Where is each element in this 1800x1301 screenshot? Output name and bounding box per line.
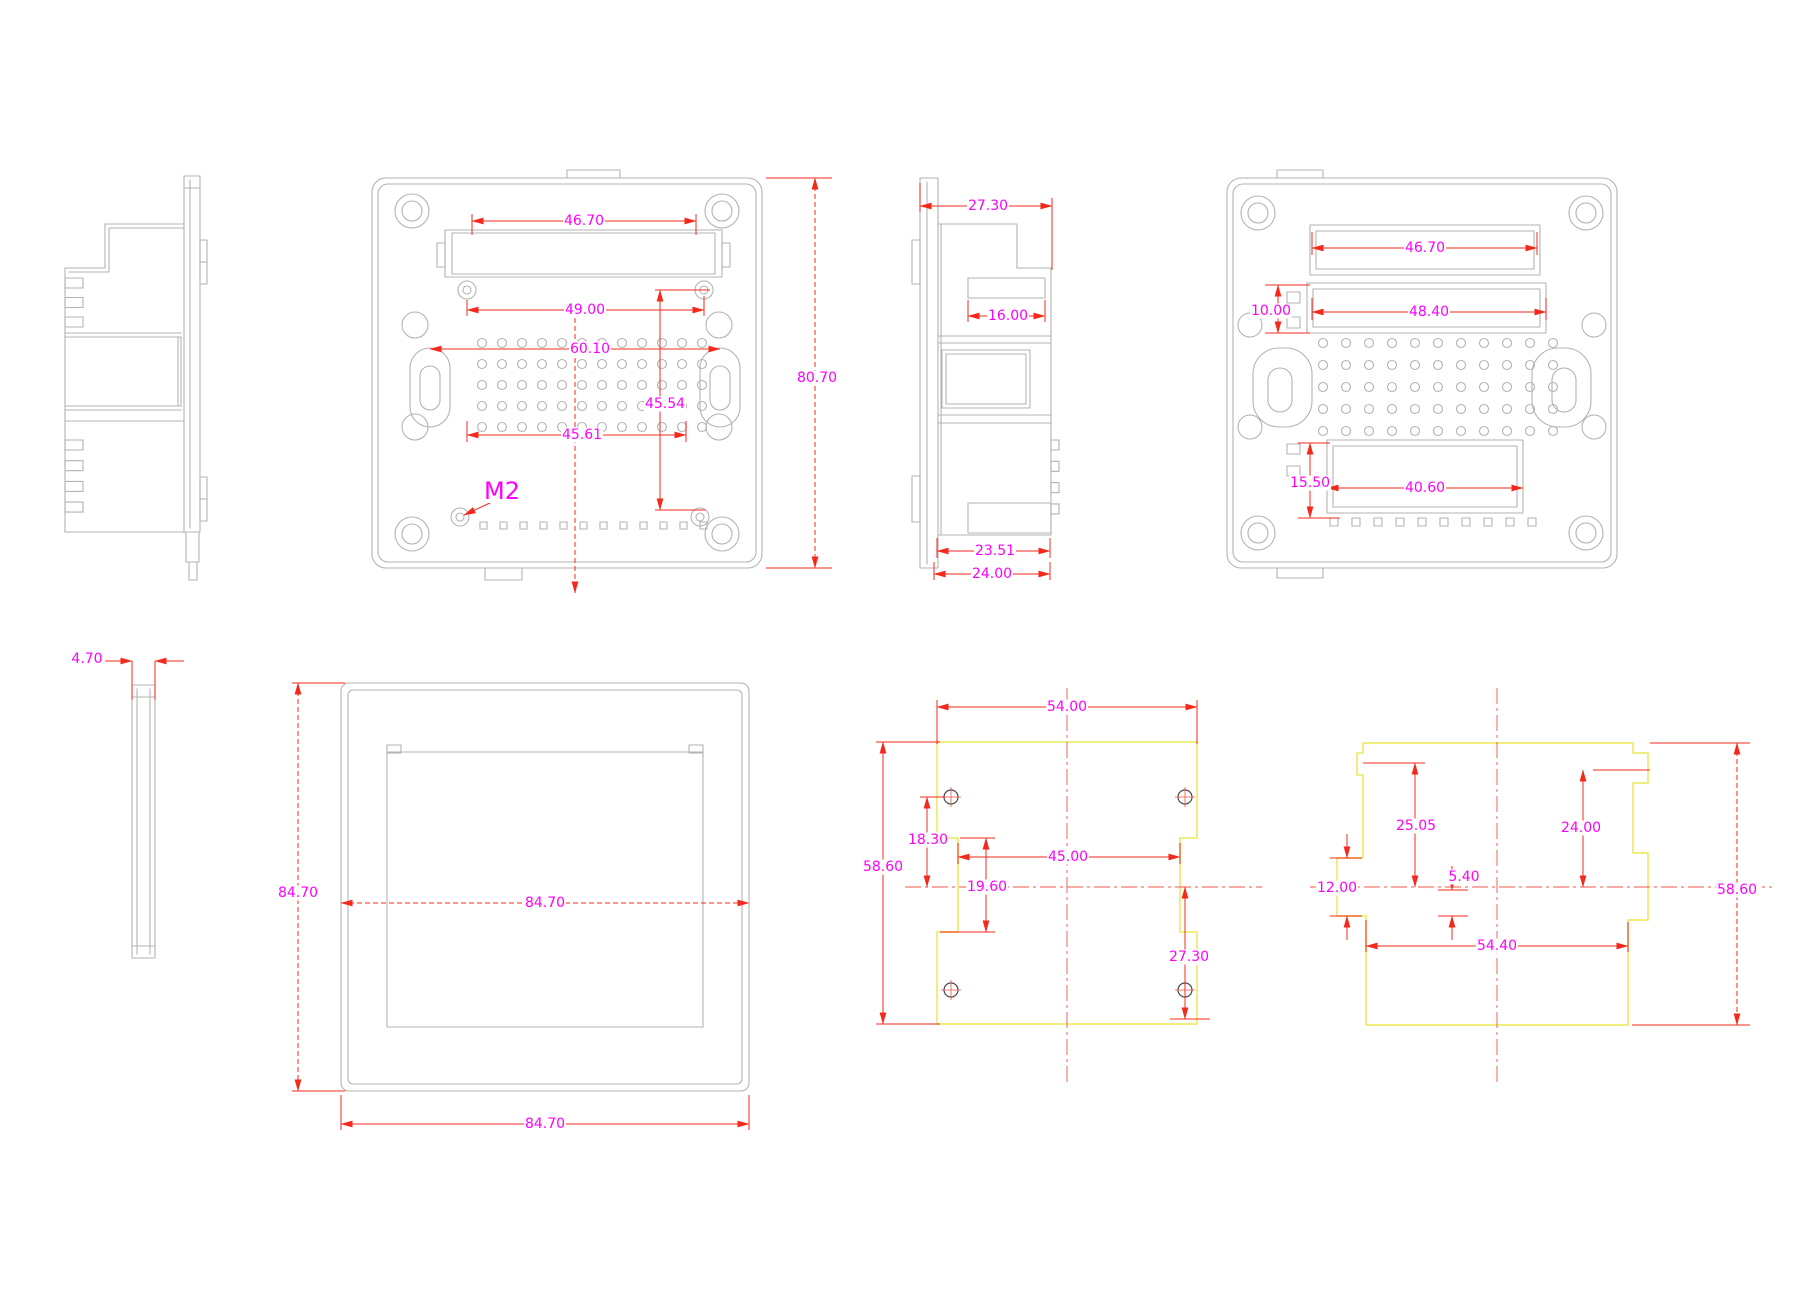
view-panel-front xyxy=(340,682,750,1092)
dim-back-bottom-slot-height: 15.50 xyxy=(1289,475,1331,491)
dim-front-overall-height: 80.70 xyxy=(796,370,838,386)
svg-text:58.60: 58.60 xyxy=(1717,882,1757,898)
side-rib-teeth-upper xyxy=(64,277,84,328)
svg-text:18.30: 18.30 xyxy=(908,832,948,848)
svg-text:19.60: 19.60 xyxy=(967,879,1007,895)
dim-panel-overall-height: 84.70 xyxy=(277,885,319,901)
svg-text:40.60: 40.60 xyxy=(1405,480,1445,496)
svg-text:45.54: 45.54 xyxy=(645,396,685,412)
svg-text:24.00: 24.00 xyxy=(972,566,1012,582)
svg-text:5.40: 5.40 xyxy=(1448,869,1479,885)
svg-text:84.70: 84.70 xyxy=(525,1116,565,1132)
svg-text:84.70: 84.70 xyxy=(278,885,318,901)
dim-bracket-right-notch-height: 12.00 xyxy=(1316,880,1358,896)
dim-side-lower-depth-b: 24.00 xyxy=(971,566,1013,582)
view-box-front xyxy=(371,169,763,581)
dim-side-recess-depth: 16.00 xyxy=(987,308,1029,324)
svg-text:45.61: 45.61 xyxy=(562,427,602,443)
dim-bracket-right-bottom-width: 54.40 xyxy=(1476,938,1518,954)
dim-panel-thickness: 4.70 xyxy=(69,651,105,667)
dim-front-screw-thread: M2 xyxy=(484,477,520,505)
dim-side-lower-depth-a: 23.51 xyxy=(974,543,1016,559)
svg-text:23.51: 23.51 xyxy=(975,543,1015,559)
svg-text:27.30: 27.30 xyxy=(1169,949,1209,965)
dim-panel-overall-width: 84.70 xyxy=(524,895,566,911)
dim-bracket-left-notch-width: 45.00 xyxy=(1047,849,1089,865)
view-panel-side xyxy=(131,684,156,959)
svg-text:58.60: 58.60 xyxy=(863,859,903,875)
view-box-side-right xyxy=(911,177,1060,569)
corner-screw-bosses xyxy=(1240,195,1604,551)
dim-back-top-slot-width: 46.70 xyxy=(1404,240,1446,256)
dim-bracket-right-right-step: 24.00 xyxy=(1560,820,1602,836)
svg-text:16.00: 16.00 xyxy=(988,308,1028,324)
oval-mounting-slots xyxy=(1252,347,1592,428)
bottom-comb-teeth xyxy=(1329,517,1537,527)
svg-text:49.00: 49.00 xyxy=(565,302,605,318)
dim-front-grid-width: 45.61 xyxy=(561,427,603,443)
svg-text:46.70: 46.70 xyxy=(1405,240,1445,256)
svg-text:84.70: 84.70 xyxy=(525,895,565,911)
dim-front-slot-center-span: 60.10 xyxy=(569,341,611,357)
svg-text:25.05: 25.05 xyxy=(1396,818,1436,834)
svg-text:60.10: 60.10 xyxy=(570,341,610,357)
dimension-labels: 46.70 49.00 60.10 45.54 45.61 M2 80.70 2… xyxy=(69,198,1758,1132)
view-box-back xyxy=(1226,169,1618,579)
dim-panel-overall-width-bottom: 84.70 xyxy=(524,1116,566,1132)
dim-bracket-left-hole-to-center: 18.30 xyxy=(907,832,949,848)
view-box-side-left xyxy=(64,175,208,581)
dims-box-front xyxy=(429,177,832,594)
svg-text:12.00: 12.00 xyxy=(1317,880,1357,896)
dim-bracket-left-overall-height: 58.60 xyxy=(862,859,904,875)
dim-bracket-left-top-width: 54.00 xyxy=(1046,699,1088,715)
view-bracket-right xyxy=(1310,688,1772,1086)
dim-back-bottom-slot-width: 40.60 xyxy=(1404,480,1446,496)
dims-box-side-right xyxy=(919,183,1053,580)
dims-bracket-left xyxy=(876,700,1210,1025)
dim-side-overall-depth: 27.30 xyxy=(967,198,1009,214)
svg-text:M2: M2 xyxy=(484,477,520,505)
svg-text:15.50: 15.50 xyxy=(1290,475,1330,491)
dim-front-screw-pitch: 49.00 xyxy=(564,302,606,318)
dim-back-mid-slot-height: 10.00 xyxy=(1250,303,1292,319)
svg-text:80.70: 80.70 xyxy=(797,370,837,386)
bottom-comb-teeth xyxy=(479,521,708,530)
dim-front-slot-width: 46.70 xyxy=(563,213,605,229)
dim-back-mid-slot-width: 48.40 xyxy=(1408,304,1450,320)
svg-text:10.00: 10.00 xyxy=(1251,303,1291,319)
oval-mounting-slots xyxy=(409,347,741,428)
svg-text:48.40: 48.40 xyxy=(1409,304,1449,320)
svg-text:45.00: 45.00 xyxy=(1048,849,1088,865)
dim-bracket-right-overall-height: 58.60 xyxy=(1716,882,1758,898)
dim-front-vertical-pitch: 45.54 xyxy=(644,396,686,412)
svg-text:27.30: 27.30 xyxy=(968,198,1008,214)
svg-text:54.00: 54.00 xyxy=(1047,699,1087,715)
svg-text:4.70: 4.70 xyxy=(71,651,102,667)
side-rib-teeth-lower xyxy=(64,439,84,513)
vent-hole-grid xyxy=(1317,337,1559,437)
svg-text:24.00: 24.00 xyxy=(1561,820,1601,836)
view-bracket-left xyxy=(905,688,1262,1086)
svg-text:46.70: 46.70 xyxy=(564,213,604,229)
svg-text:54.40: 54.40 xyxy=(1477,938,1517,954)
dims-bracket-right xyxy=(1330,742,1750,1026)
dim-bracket-right-step: 5.40 xyxy=(1446,869,1482,885)
dims-panel-side xyxy=(103,657,184,700)
dim-bracket-right-left-step: 25.05 xyxy=(1395,818,1437,834)
side-comb-teeth xyxy=(1050,439,1060,515)
dim-bracket-left-center-to-bottom: 27.30 xyxy=(1168,949,1210,965)
dims-panel-front xyxy=(292,682,750,1130)
corner-screw-bosses xyxy=(394,193,740,552)
dim-bracket-left-notch-height: 19.60 xyxy=(966,879,1008,895)
